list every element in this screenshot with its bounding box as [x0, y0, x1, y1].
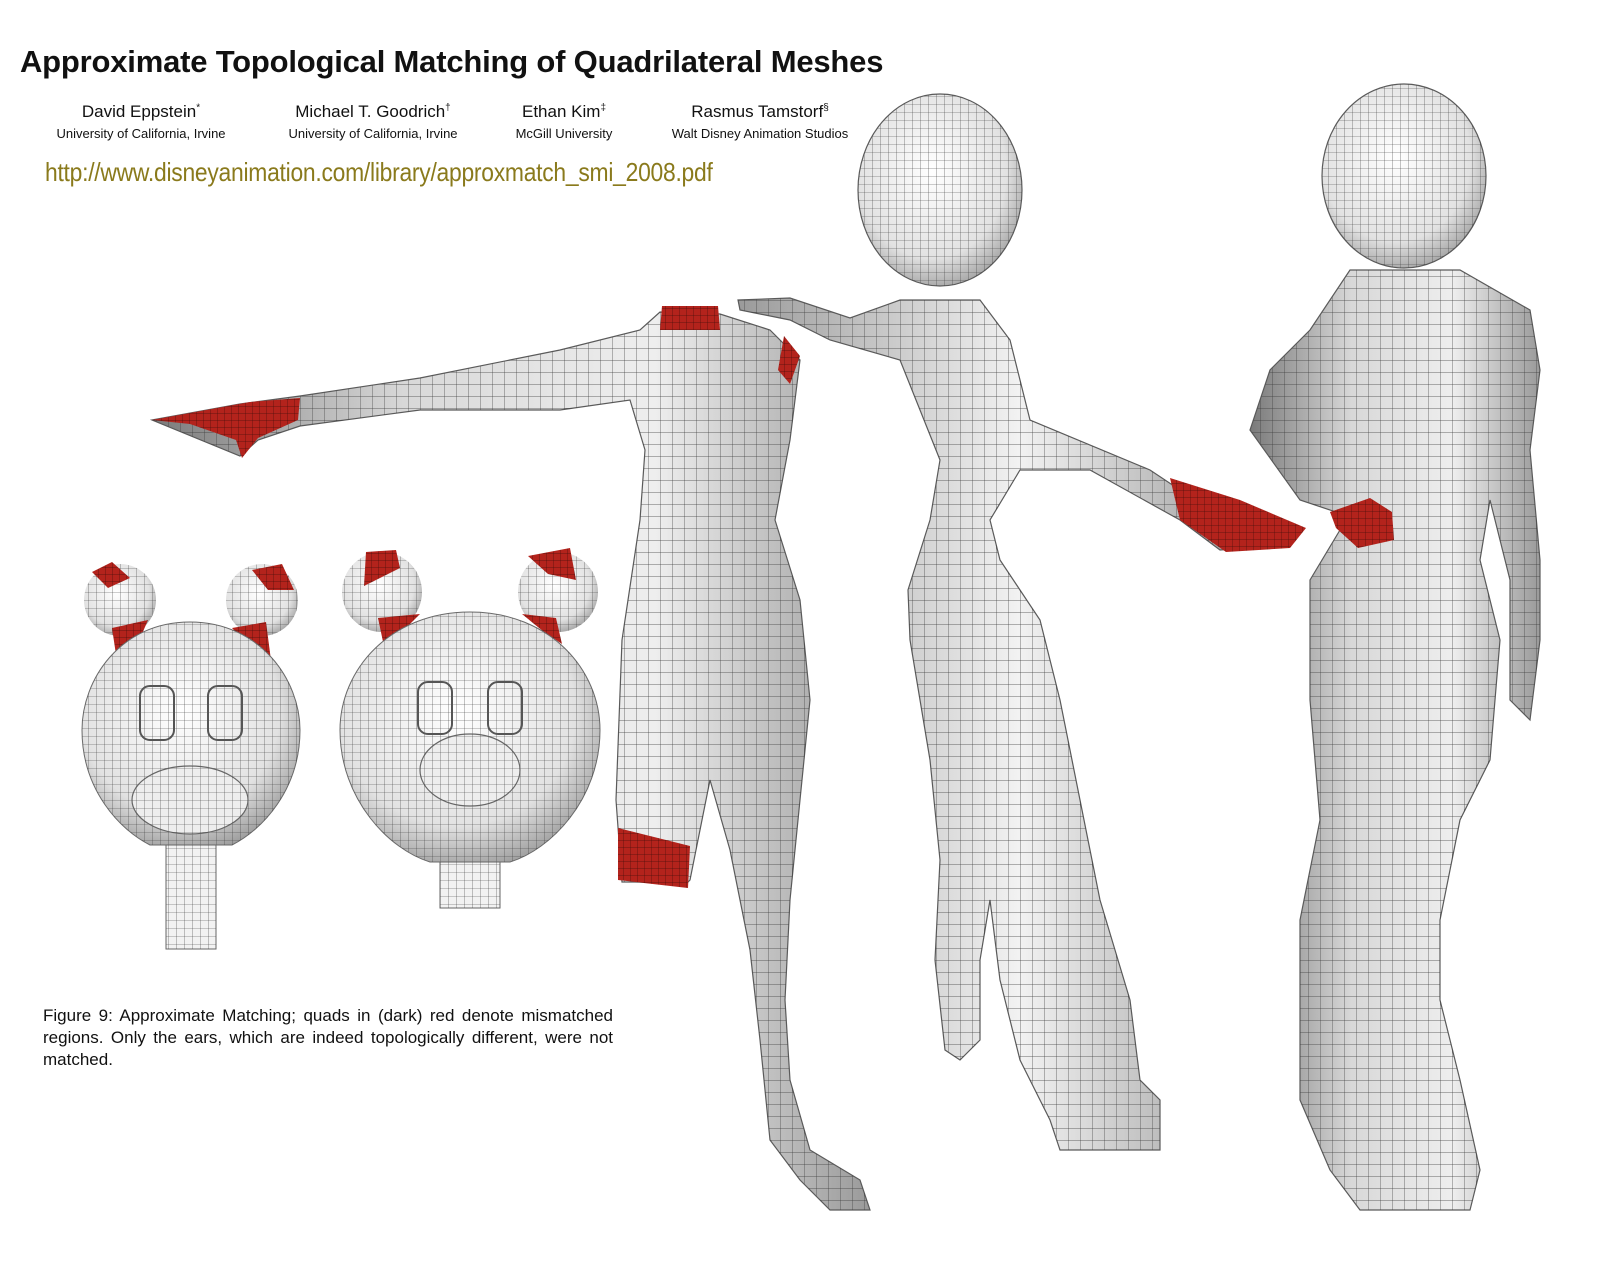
author-block-eppstein: David Eppstein* University of California…	[48, 102, 234, 144]
mesh-figure-t-pose	[149, 306, 871, 1211]
author-block-kim: Ethan Kim‡ McGill University	[508, 102, 620, 144]
author-block-tamstorf: Rasmus Tamstorf§ Walt Disney Animation S…	[660, 102, 860, 144]
mismatch-hand	[152, 398, 300, 458]
figure-caption: Figure 9: Approximate Matching; quads in…	[43, 1006, 613, 1069]
paper-title: Approximate Topological Matching of Quad…	[20, 44, 884, 79]
author-block-goodrich: Michael T. Goodrich† University of Calif…	[278, 102, 468, 144]
paper-url-link[interactable]: http://www.disneyanimation.com/library/a…	[45, 157, 713, 187]
mismatch-shoulder	[778, 336, 800, 384]
bear-head-mesh-2	[339, 548, 601, 909]
mismatch-thigh-cut	[618, 828, 690, 888]
bear-ear-right-2	[518, 548, 598, 644]
mismatch-hand	[1170, 478, 1306, 552]
mesh-figure-back-view	[737, 93, 1306, 1151]
mismatch-region	[92, 562, 130, 588]
mismatch-region	[522, 614, 562, 644]
mismatch-region	[252, 564, 294, 590]
author-affiliation: Walt Disney Animation Studios	[671, 126, 849, 141]
author-name: Michael T. Goodrich†	[295, 102, 451, 121]
bear-head-mesh-1	[81, 562, 301, 950]
author-affiliation: McGill University	[515, 126, 613, 141]
author-name: Ethan Kim‡	[522, 102, 606, 121]
mismatch-neck	[660, 306, 720, 330]
author-affiliation: University of California, Irvine	[288, 126, 458, 141]
author-affiliation: University of California, Irvine	[56, 126, 226, 141]
mesh-figure-hand-on-hip	[1249, 83, 1541, 1211]
author-name: Rasmus Tamstorf§	[691, 102, 829, 121]
mismatch-region	[364, 550, 400, 586]
mismatch-hand	[1330, 498, 1394, 548]
author-name: David Eppstein*	[81, 102, 201, 121]
bear-ear-left-2	[342, 550, 422, 656]
mismatch-region	[528, 548, 576, 580]
